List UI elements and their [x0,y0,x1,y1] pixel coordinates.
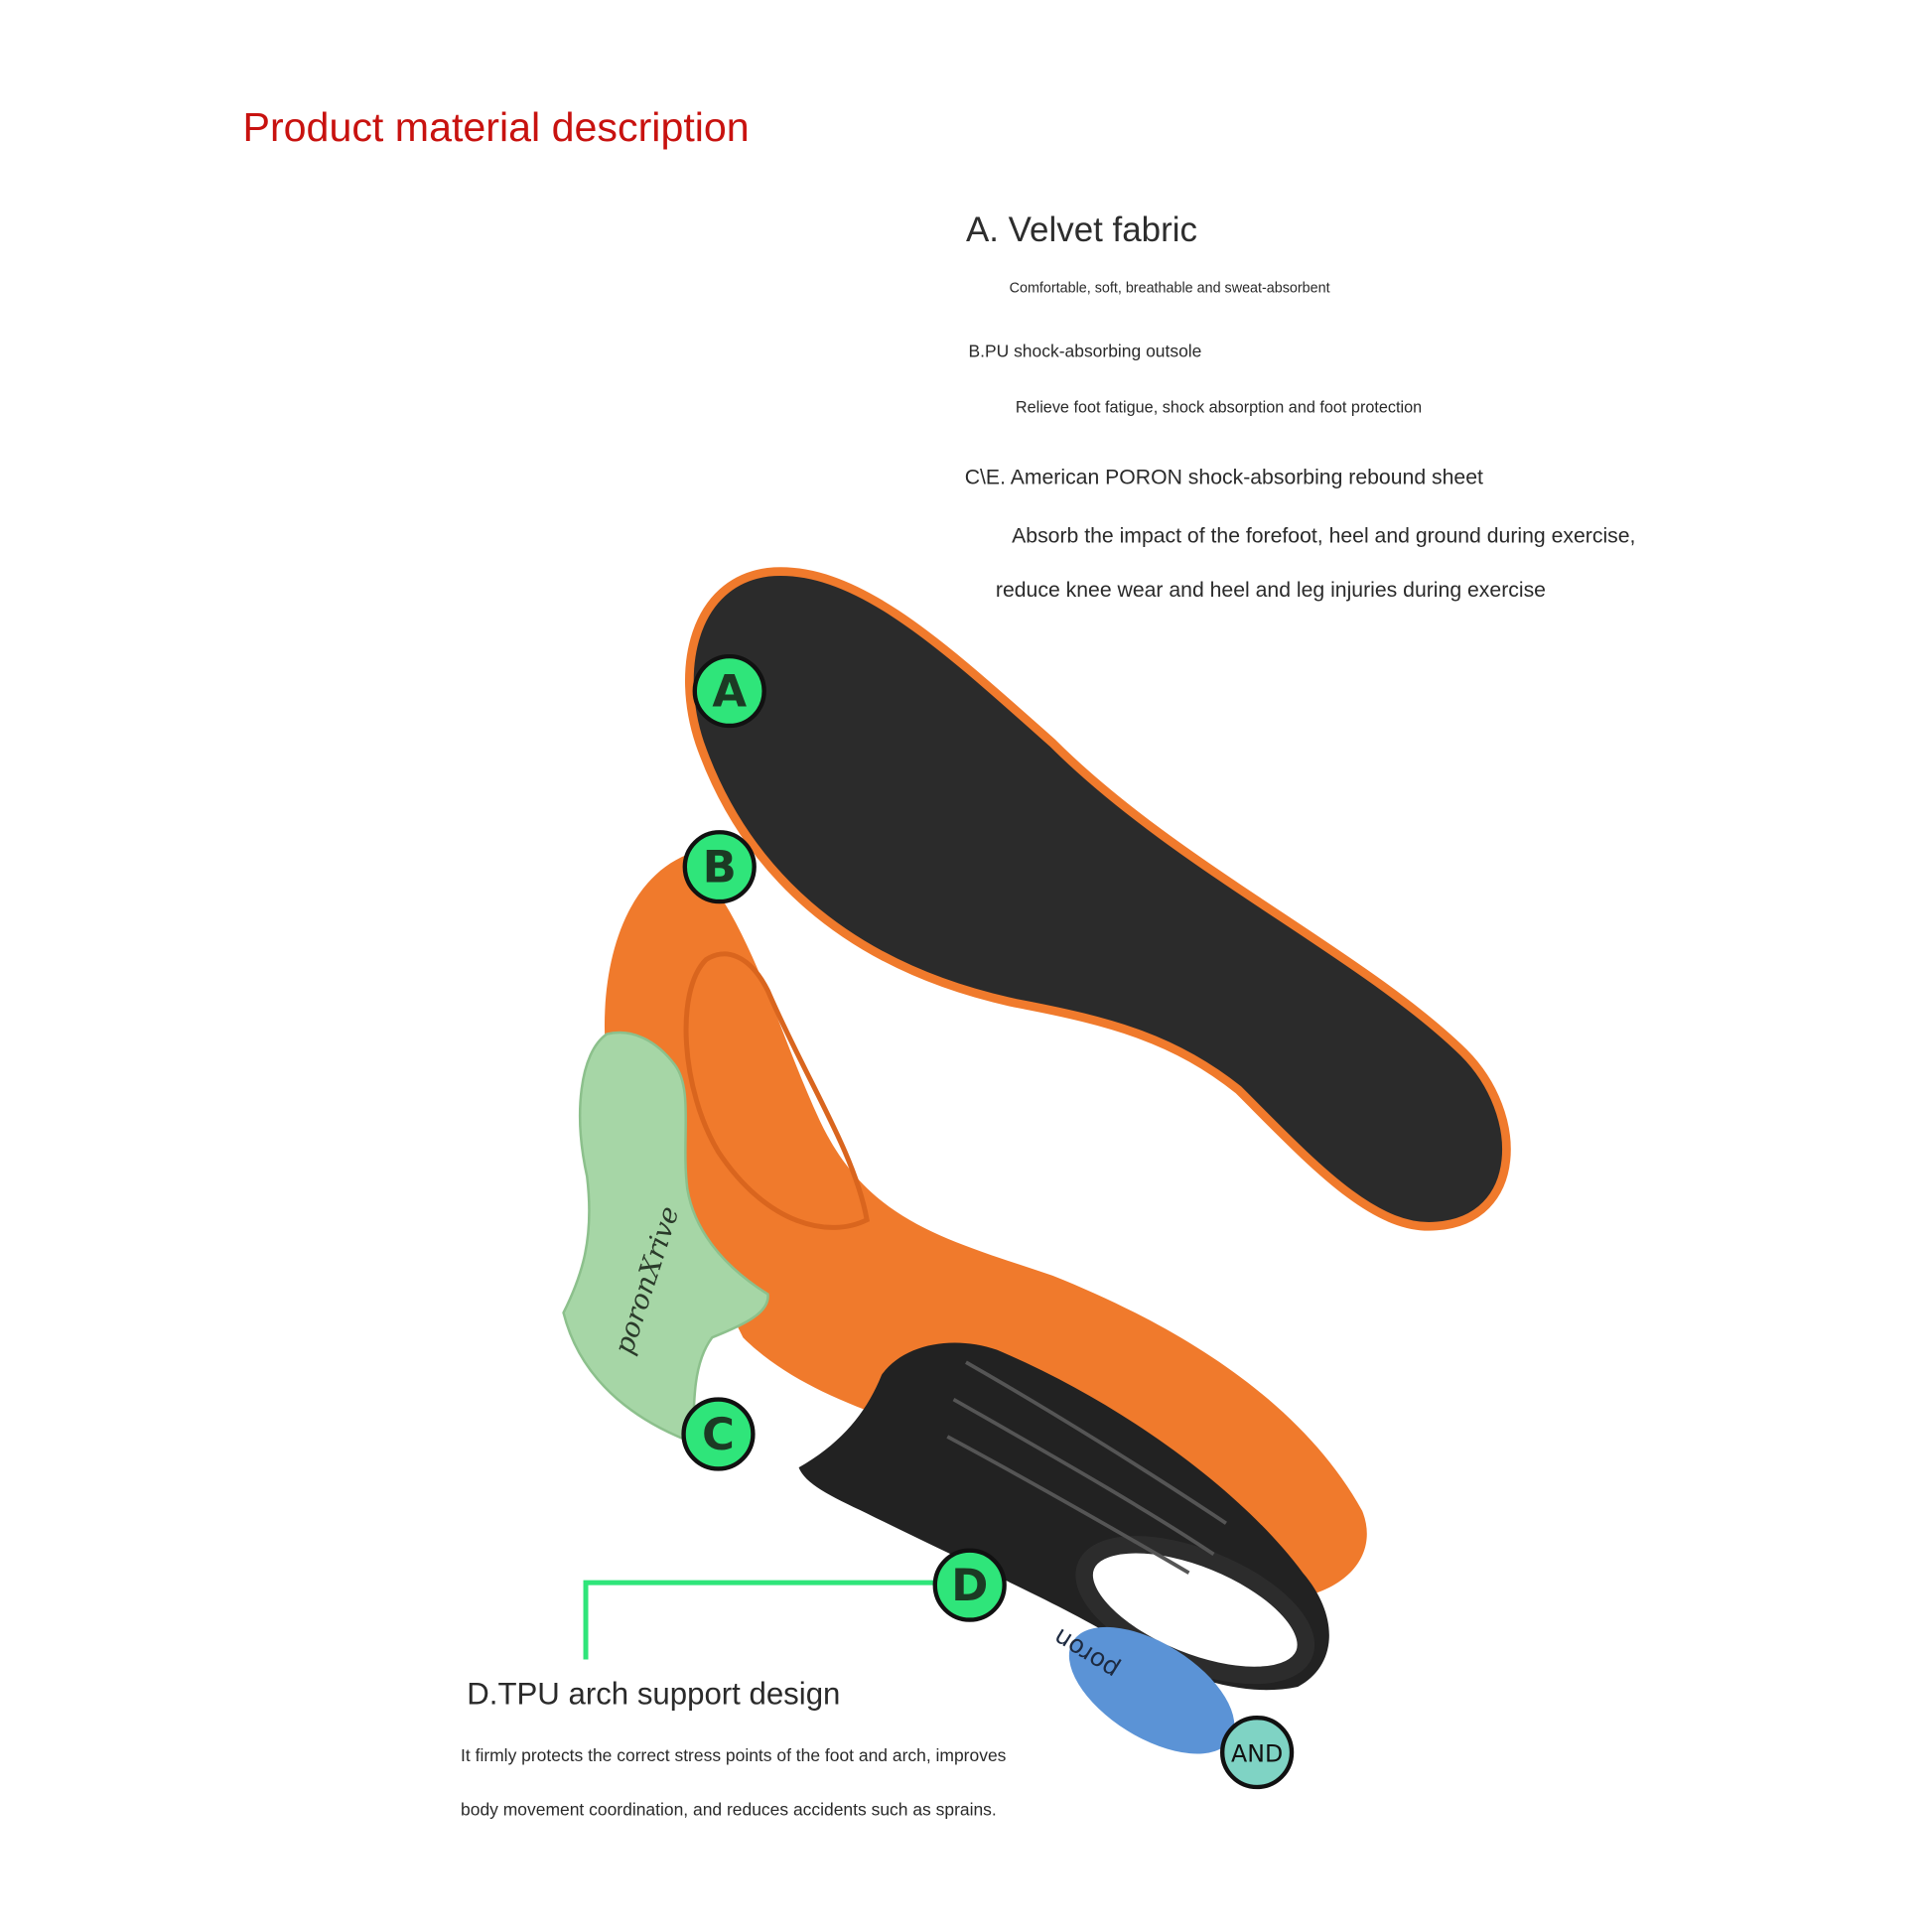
section-c-desc: Absorb the impact of the forefoot, heel … [1012,523,1636,548]
section-d-title: D.TPU arch support design [467,1676,841,1712]
poron-heel-pad [562,1031,769,1446]
section-d-desc: It firmly protects the correct stress po… [461,1744,1007,1765]
marker-a: A [692,653,766,729]
section-c-desc: reduce knee wear and heel and leg injuri… [995,578,1546,603]
pu-outsole-shell [604,854,1367,1598]
svg-text:D: D [951,1559,988,1611]
svg-text:B: B [703,841,737,894]
section-a-desc: Comfortable, soft, breathable and sweat-… [1009,281,1330,297]
section-c-title: C\E. American PORON shock-absorbing rebo… [964,466,1483,489]
section-d-desc: body movement coordination, and reduces … [461,1799,997,1820]
section-a-title: A. Velvet fabric [965,210,1197,249]
marker-d: D [932,1548,1007,1622]
velvet-top-layer [685,567,1511,1231]
marker-b: B [682,830,757,904]
svg-text:AND: AND [1231,1739,1283,1767]
page-title: Product material description [242,103,750,150]
marker-e: AND [1220,1715,1295,1790]
poron-forefoot-pad [1068,1626,1235,1754]
section-b-title: B.PU shock-absorbing outsole [968,341,1202,360]
d-leader-line [583,1580,935,1660]
shell-heel-cup [683,951,870,1230]
marker-c: C [681,1397,756,1471]
svg-text:A: A [712,665,747,718]
section-b-desc: Relieve foot fatigue, shock absorption a… [1015,397,1423,417]
svg-text:C: C [702,1408,735,1460]
tpu-ribs [946,1360,1227,1575]
